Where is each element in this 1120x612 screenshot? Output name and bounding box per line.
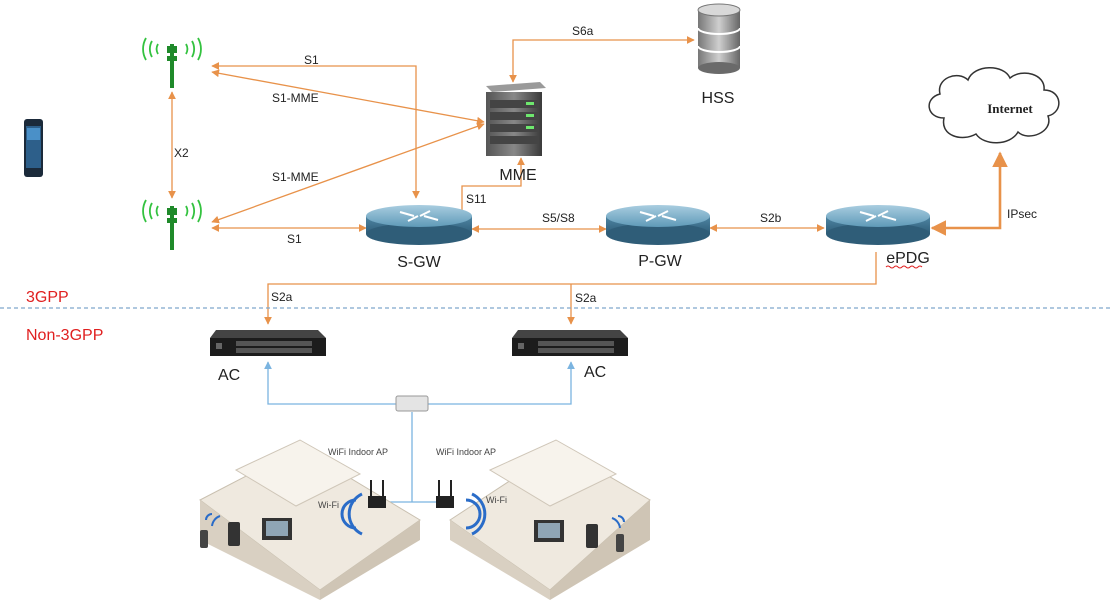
s1-mme-bottom-label: S1-MME <box>272 170 319 184</box>
s11-label: S11 <box>466 192 487 206</box>
enodeb-bottom-icon <box>142 199 202 250</box>
pgw-label: P-GW <box>638 253 682 270</box>
s6a-link <box>509 36 695 83</box>
wifi-ap-right-label: WiFi Indoor AP <box>436 447 496 457</box>
ac-right-switch-icon <box>512 330 628 356</box>
ap-uplink <box>382 412 446 503</box>
s1-mme-top-label: S1-MME <box>272 91 319 105</box>
zone-3gpp-label: 3GPP <box>26 289 69 306</box>
s2a-bus-link <box>264 252 877 325</box>
ac-right-wifi-link <box>428 361 575 405</box>
epdg-router-icon <box>826 205 930 245</box>
house-right-illustration <box>436 439 651 600</box>
switch-box <box>395 395 429 412</box>
wifi-ap-left-label: WiFi Indoor AP <box>328 447 388 457</box>
wifi-right-label: Wi-Fi <box>486 495 507 505</box>
link-lines <box>168 36 877 325</box>
s5-s8-label: S5/S8 <box>542 211 575 225</box>
internet-cloud-icon <box>928 67 1060 144</box>
internet-label: Internet <box>987 101 1033 116</box>
s11-link <box>461 157 525 210</box>
s6a-label: S6a <box>572 24 594 38</box>
pgw-router-icon <box>606 205 710 245</box>
zone-non-3gpp-label: Non-3GPP <box>26 327 103 344</box>
ipsec-link <box>930 151 1008 236</box>
ipsec-label: IPsec <box>1007 207 1037 221</box>
hss-database-icon <box>697 3 741 74</box>
house-left-illustration <box>199 439 421 600</box>
mme-server-icon <box>486 82 546 156</box>
ac-left-wifi-link <box>264 361 396 405</box>
s1-top-label: S1 <box>304 53 319 67</box>
ac-left-switch-icon <box>210 330 326 356</box>
enodeb-top-icon <box>142 37 202 88</box>
s2a-left-label: S2a <box>271 290 293 304</box>
s2b-label: S2b <box>760 211 782 225</box>
ac-right-label: AC <box>584 364 606 381</box>
smartphone-icon <box>24 119 43 177</box>
sgw-label: S-GW <box>397 254 441 271</box>
ac-left-label: AC <box>218 367 240 384</box>
wifi-links <box>264 361 575 503</box>
epdg-label: ePDG <box>886 250 930 267</box>
s1-mme-bottom-link <box>211 122 485 224</box>
epdg-spellcheck-underline <box>885 265 923 269</box>
sgw-router-icon <box>366 205 472 245</box>
mme-label: MME <box>499 167 536 184</box>
wifi-left-label: Wi-Fi <box>318 500 339 510</box>
s2a-right-label: S2a <box>575 291 597 305</box>
s1-bottom-label: S1 <box>287 232 302 246</box>
hss-label: HSS <box>702 90 735 107</box>
s1-mme-top-link <box>211 69 485 125</box>
x2-label: X2 <box>174 146 189 160</box>
